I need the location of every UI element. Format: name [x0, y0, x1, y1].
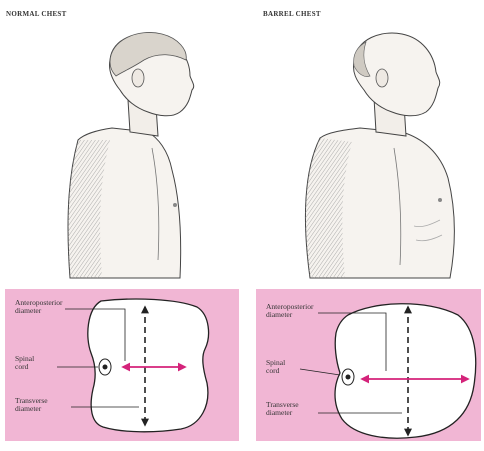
ap-diameter-label: Anteroposterior diameter [15, 299, 63, 315]
transverse-diameter-label: Transverse diameter [15, 397, 48, 413]
spinal-cord-label-barrel: Spinal cord [266, 359, 285, 375]
normal-chest-cross-section: Anteroposterior diameter Spinal cord Tra… [5, 289, 239, 441]
transverse-diameter-label-barrel: Transverse diameter [266, 401, 299, 417]
barrel-chest-heading: BARREL CHEST [263, 10, 321, 18]
barrel-chest-cross-section: Anteroposterior diameter Spinal cord Tra… [256, 289, 481, 441]
barrel-chest-illustration [290, 20, 470, 280]
ap-diameter-label-barrel: Anteroposterior diameter [266, 303, 314, 319]
spinal-cord-label: Spinal cord [15, 355, 34, 371]
normal-chest-heading: NORMAL CHEST [6, 10, 67, 18]
normal-chest-illustration [40, 20, 220, 280]
